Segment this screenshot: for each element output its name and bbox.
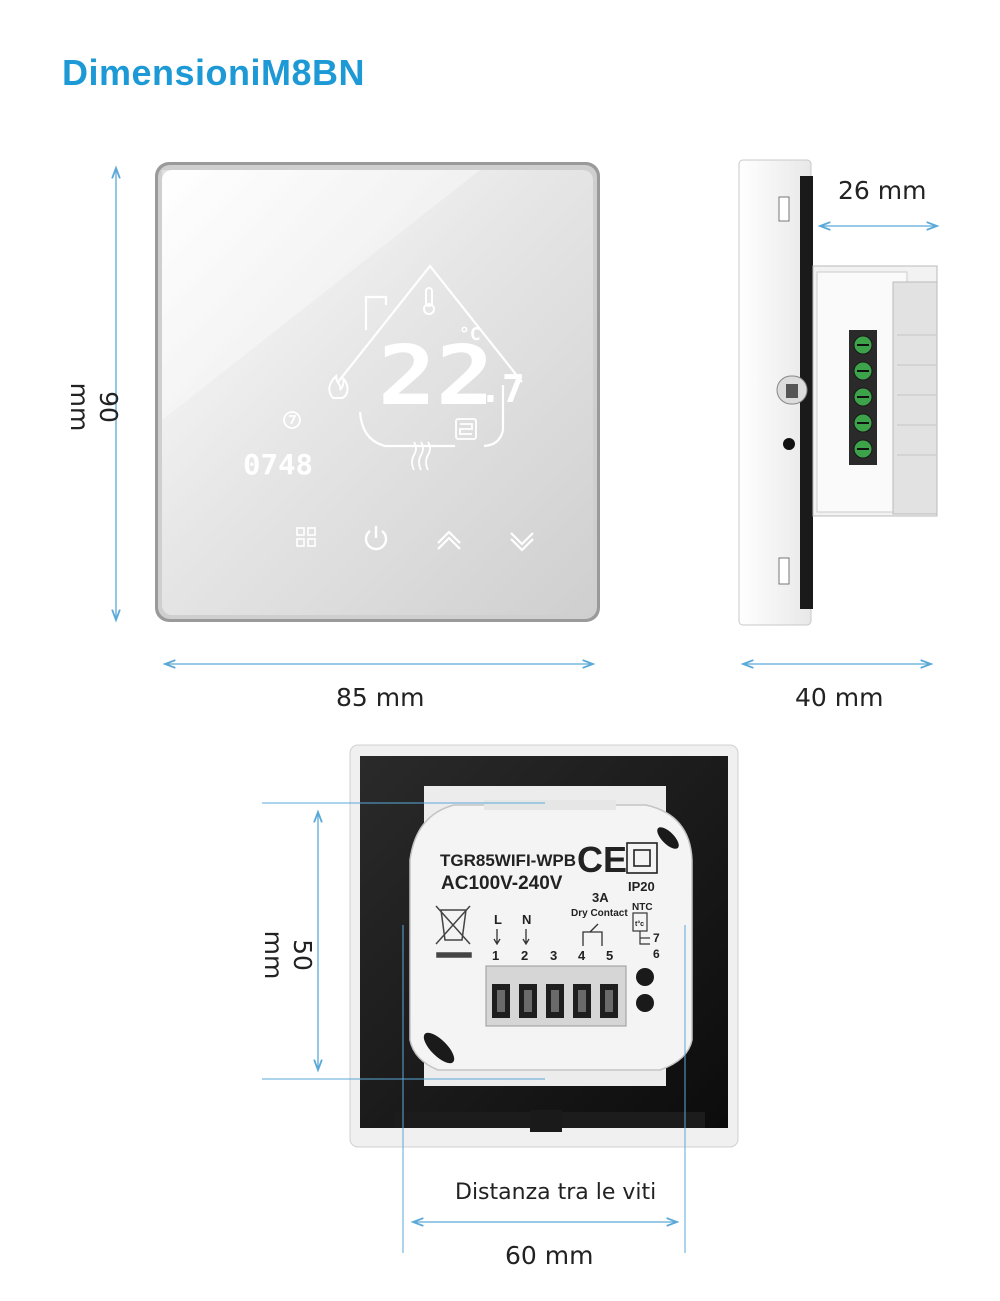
- clock-icon: [283, 411, 301, 429]
- terminal-N: N: [522, 912, 531, 927]
- temperature-value: 22: [378, 329, 494, 424]
- page-title: DimensioniM8BN: [62, 52, 366, 93]
- temperature-unit: °C: [459, 324, 481, 345]
- double-insulation-icon: [626, 842, 658, 874]
- model-label: TGR85WIFI-WPB: [440, 851, 576, 870]
- terminal-1: 1: [492, 948, 499, 963]
- ntc-symbol: t°c: [635, 920, 644, 928]
- thermometer-icon: [423, 287, 435, 315]
- down-button[interactable]: [510, 532, 534, 552]
- ce-mark: CE: [577, 839, 627, 880]
- height-dimension-label: 90 mm: [65, 382, 123, 432]
- terminal-7: 7: [653, 931, 660, 945]
- house-outline-icon: [337, 264, 523, 448]
- current-rating: 3A: [592, 890, 609, 905]
- menu-button[interactable]: [296, 527, 316, 547]
- flame-icon: [328, 373, 349, 399]
- body-depth-dimension-label: 26 mm: [838, 176, 927, 205]
- ntc-sensor-icon: [632, 912, 650, 945]
- power-button[interactable]: [364, 526, 388, 551]
- terminal-3: 3: [550, 948, 557, 963]
- terminal-2: 2: [521, 948, 528, 963]
- up-button[interactable]: [437, 530, 461, 550]
- side-view: [738, 159, 938, 626]
- dry-contact-label: Dry Contact: [571, 908, 628, 919]
- back-view: TGR85WIFI-WPB AC100V-240V CE IP20 3A Dry…: [349, 744, 739, 1148]
- width-dimension-label: 85 mm: [336, 683, 425, 712]
- temperature-decimal: .7: [479, 367, 525, 411]
- screw-height-dimension-label: 50 mm: [259, 930, 317, 980]
- clock-value: 0748: [243, 448, 313, 481]
- floor-heating-icon: [455, 418, 477, 440]
- screw-width-dimension-label: 60 mm: [505, 1241, 594, 1270]
- terminal-4: 4: [578, 948, 586, 963]
- voltage-label: AC100V-240V: [441, 873, 563, 894]
- temperature-display: 22 .7 °C: [378, 324, 525, 424]
- total-depth-dimension-label: 40 mm: [795, 683, 884, 712]
- ntc-label: NTC: [632, 902, 653, 913]
- screw-distance-caption: Distanza tra le viti: [455, 1180, 657, 1205]
- ip-rating: IP20: [628, 879, 655, 894]
- terminal-L: L: [494, 912, 502, 927]
- terminal-5: 5: [606, 948, 613, 963]
- front-view: 22 .7 °C 0748: [155, 162, 600, 622]
- heating-icon: [411, 441, 431, 471]
- terminal-6: 6: [653, 947, 660, 961]
- waste-bin-icon: [435, 905, 472, 958]
